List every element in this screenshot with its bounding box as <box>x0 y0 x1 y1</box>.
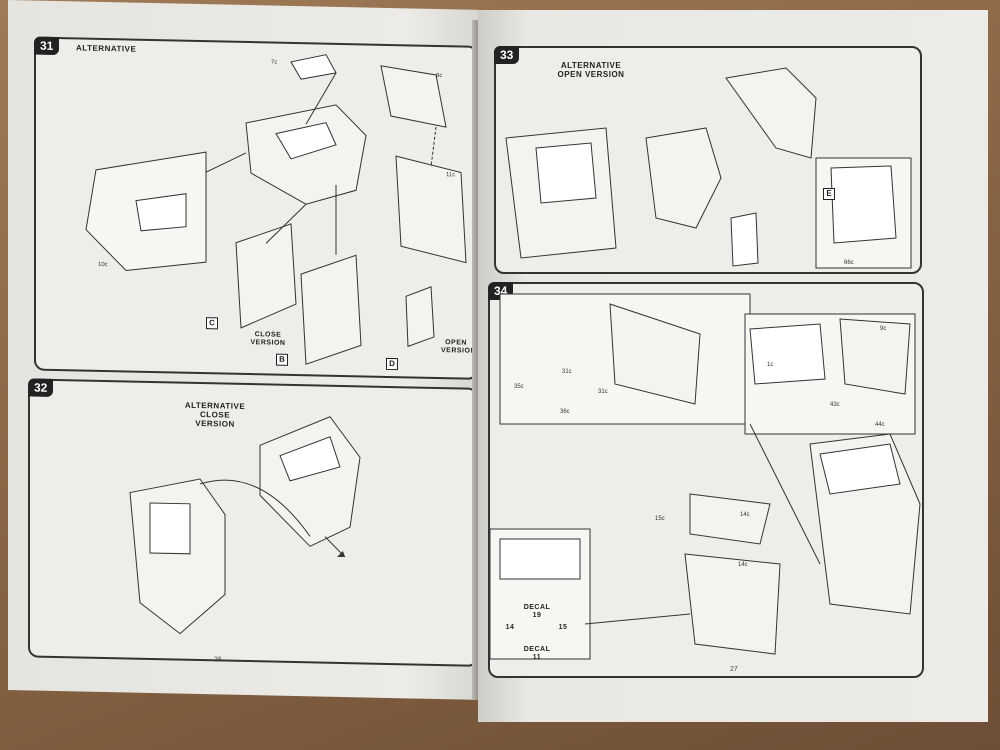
left-page: 31 Alternative 7c 8c 11c 10c C B D Close… <box>8 0 480 700</box>
page-number: 26 <box>214 656 222 664</box>
cab-assembly-drawing <box>129 416 361 635</box>
decal-label: Decal 11 <box>523 646 551 661</box>
part-label: 15c <box>655 516 665 522</box>
step-32-panel: 32 Alternative Close Version <box>28 378 478 667</box>
step-number: 33 <box>494 46 520 64</box>
page-number: 27 <box>730 666 738 673</box>
part-label: 11c <box>446 172 456 179</box>
box-letter: B <box>276 353 288 366</box>
decal-label: 15 <box>558 624 568 631</box>
part-label: 14c <box>738 562 748 568</box>
part-label: 10c <box>98 261 108 269</box>
part-label: 43c <box>830 402 840 408</box>
step-31-panel: 31 Alternative 7c 8c 11c 10c C B D Close… <box>34 36 478 380</box>
decal-label: 14 <box>505 624 515 631</box>
step-33-panel: 33 Alternative Open Version E 66c <box>494 46 922 274</box>
close-version-caption: Close Version <box>250 331 286 347</box>
part-label: 9c <box>880 326 887 332</box>
part-label: 31c <box>562 369 572 375</box>
part-label: 7c <box>271 59 278 66</box>
open-version-caption: Open Version <box>441 339 477 355</box>
cab-roof-drawing <box>85 54 467 365</box>
part-label: 66c <box>844 260 854 266</box>
part-label: 36c <box>560 409 570 415</box>
box-letter: E <box>823 188 835 200</box>
step-title: Alternative Open Version <box>557 61 625 79</box>
decal-label: Decal19 <box>523 604 551 619</box>
part-label: 14c <box>740 512 750 518</box>
part-label: 1c <box>767 362 774 368</box>
box-letter: C <box>206 317 218 330</box>
part-label: 35c <box>514 384 524 390</box>
part-label: 31c <box>598 389 608 395</box>
step-34-panel: 34 31c 31c 35c 36c 1c 9c 43c 44c 15c 14c… <box>488 282 924 678</box>
open-cab-drawing <box>505 67 912 269</box>
part-label: 8c <box>436 72 443 80</box>
right-page: 33 Alternative Open Version E 66c 34 <box>478 10 988 722</box>
dashboard-drawing <box>489 293 921 660</box>
box-letter: D <box>386 357 398 371</box>
part-label: 44c <box>875 422 885 428</box>
